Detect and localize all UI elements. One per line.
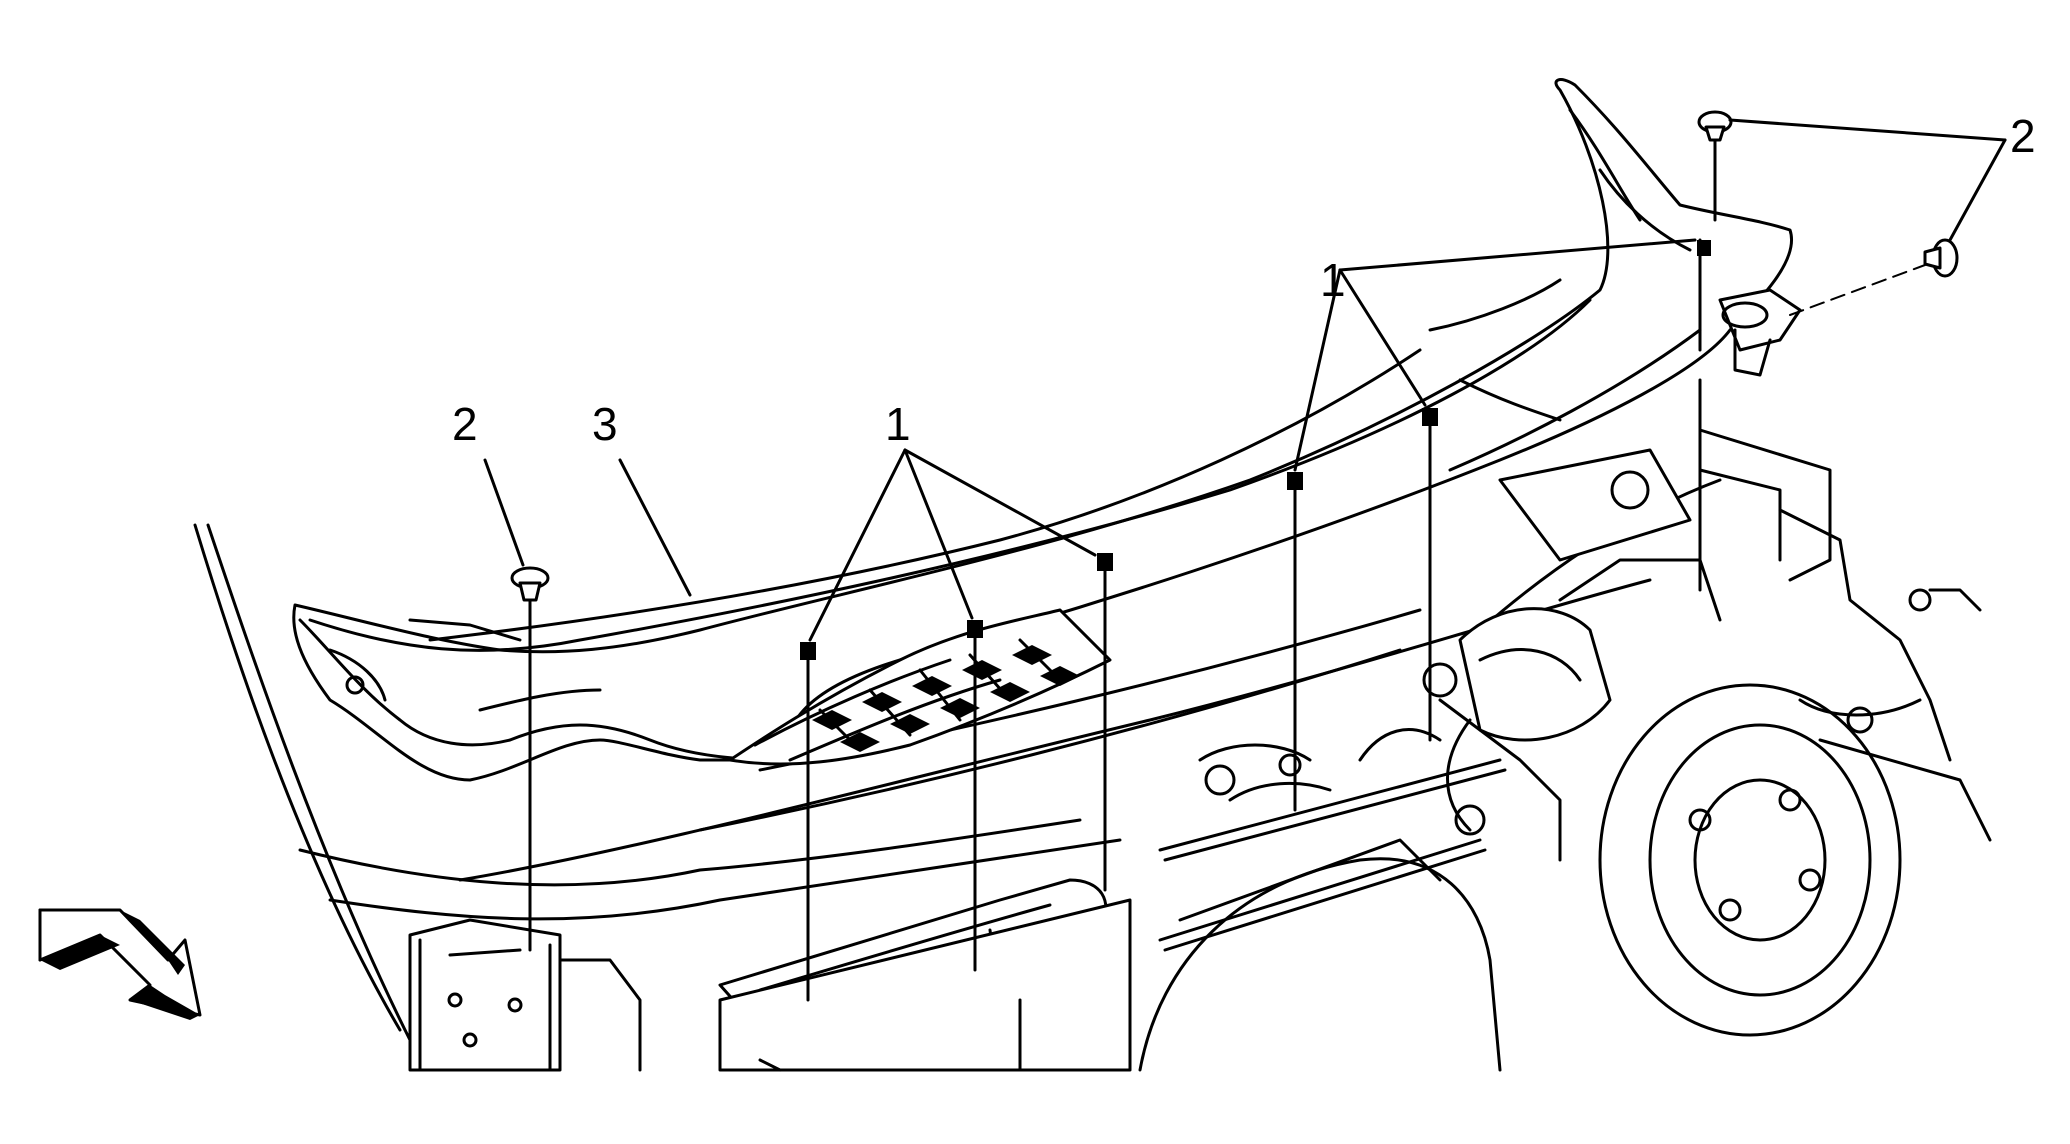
screw-1c xyxy=(1097,553,1113,571)
screw-1a xyxy=(800,642,816,682)
push-clip-right-top xyxy=(1697,110,1733,142)
fasteners xyxy=(510,110,1959,682)
brake-rotor xyxy=(1598,683,1902,1037)
callout-3: 3 xyxy=(592,398,618,450)
callout-2-left: 2 xyxy=(452,398,478,450)
callout-1-center: 1 xyxy=(885,398,911,450)
callout-1-right: 1 xyxy=(1320,254,1346,306)
callout-2-right: 2 xyxy=(2010,110,2036,162)
right-frame xyxy=(1698,428,1992,842)
plenum-box xyxy=(718,878,1132,1072)
cowl-grille-mesh xyxy=(728,608,1112,766)
screw-1e xyxy=(1422,408,1438,426)
left-bracket xyxy=(408,918,642,1072)
leader-lines xyxy=(483,118,2007,642)
screw-1d xyxy=(1287,472,1303,490)
screw-1b xyxy=(967,620,983,638)
wiper-linkage xyxy=(1158,728,1507,922)
push-clip-left xyxy=(510,566,550,602)
fastener-guides xyxy=(528,133,1926,1002)
wheel-arch xyxy=(1138,838,1502,1072)
fender-outline xyxy=(193,523,412,1042)
vehicle-front-arrow-icon xyxy=(38,908,202,1020)
callout-labels: 2 3 1 1 2 xyxy=(452,110,2036,450)
cowl-vent-panel xyxy=(292,78,1802,782)
screw-1f xyxy=(1697,240,1711,256)
push-clip-right-side xyxy=(1923,238,1959,278)
strut-assembly xyxy=(1422,448,1722,862)
